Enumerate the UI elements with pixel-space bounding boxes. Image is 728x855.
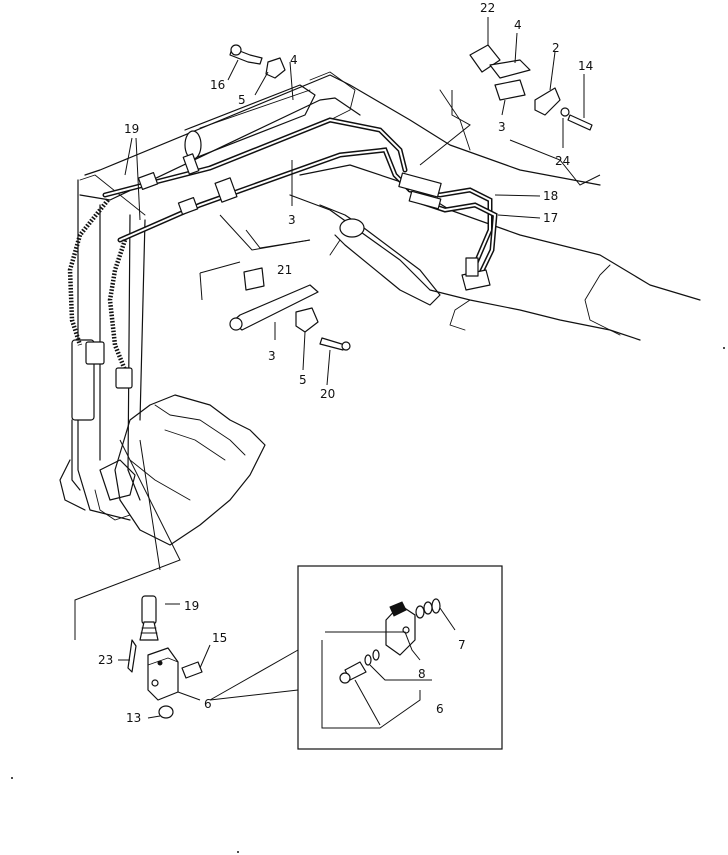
stray-dot-right [723, 347, 725, 349]
stray-dot-bottom [237, 851, 239, 853]
callout-24: 24 [555, 154, 570, 168]
valve-assembly-lower [74, 439, 211, 719]
clamp-assembly-left [227, 44, 294, 101]
callout-18: 18 [543, 189, 558, 203]
main-leaders [124, 137, 541, 386]
callout-3-mid: 3 [288, 213, 296, 227]
callout-4-top: 4 [514, 18, 522, 32]
callout-labels: 22 4 2 14 16 5 4 3 24 19 18 17 3 21 3 5 … [98, 1, 593, 725]
callout-23: 23 [98, 653, 113, 667]
callout-20: 20 [320, 387, 335, 401]
callout-4-mid: 4 [290, 53, 298, 67]
callout-6-left: 6 [204, 697, 212, 711]
callout-3-lower: 3 [268, 349, 276, 363]
callout-2: 2 [552, 41, 560, 55]
stray-dot-left [11, 777, 13, 779]
callout-16: 16 [210, 78, 225, 92]
clamp-assembly-middle [199, 214, 351, 351]
callout-8: 8 [418, 667, 426, 681]
callout-22: 22 [480, 1, 495, 15]
callout-13: 13 [126, 711, 141, 725]
callout-7: 7 [458, 638, 466, 652]
machine-body-outline [59, 71, 701, 546]
callout-5-top: 5 [238, 93, 246, 107]
callout-14: 14 [578, 59, 593, 73]
callout-3-upper: 3 [498, 120, 506, 134]
callout-15: 15 [212, 631, 227, 645]
callout-21: 21 [277, 263, 292, 277]
callout-19-lower: 19 [184, 599, 199, 613]
inset-detail [209, 565, 503, 750]
clamp-assembly-top [419, 17, 601, 186]
arm-hoses [67, 117, 498, 389]
callout-6-inset: 6 [436, 702, 444, 716]
callout-17: 17 [543, 211, 558, 225]
callout-19-upper: 19 [124, 122, 139, 136]
callout-5-lower: 5 [299, 373, 307, 387]
